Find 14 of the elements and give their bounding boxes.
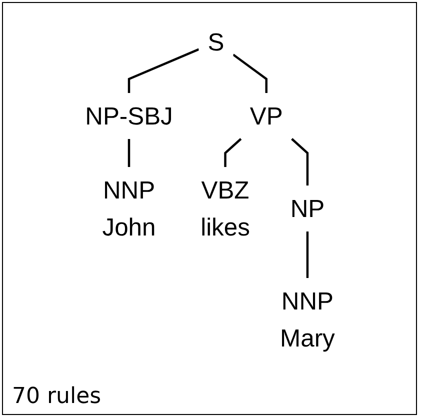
- node-text: VBZ likes: [200, 176, 250, 242]
- node-text: NP-SBJ: [85, 102, 173, 130]
- node-text: NNP Mary: [280, 287, 335, 352]
- connector: [128, 48, 200, 93]
- connector: [232, 54, 268, 93]
- node-text: VP: [250, 102, 283, 130]
- connector: [128, 138, 130, 167]
- node-text: NNP John: [102, 176, 156, 242]
- connector: [291, 138, 309, 186]
- note-text: 70 rules: [12, 384, 102, 409]
- connector: [224, 138, 242, 167]
- node-text: S: [208, 28, 224, 56]
- node-text: NP: [290, 194, 325, 223]
- connector: [306, 232, 309, 278]
